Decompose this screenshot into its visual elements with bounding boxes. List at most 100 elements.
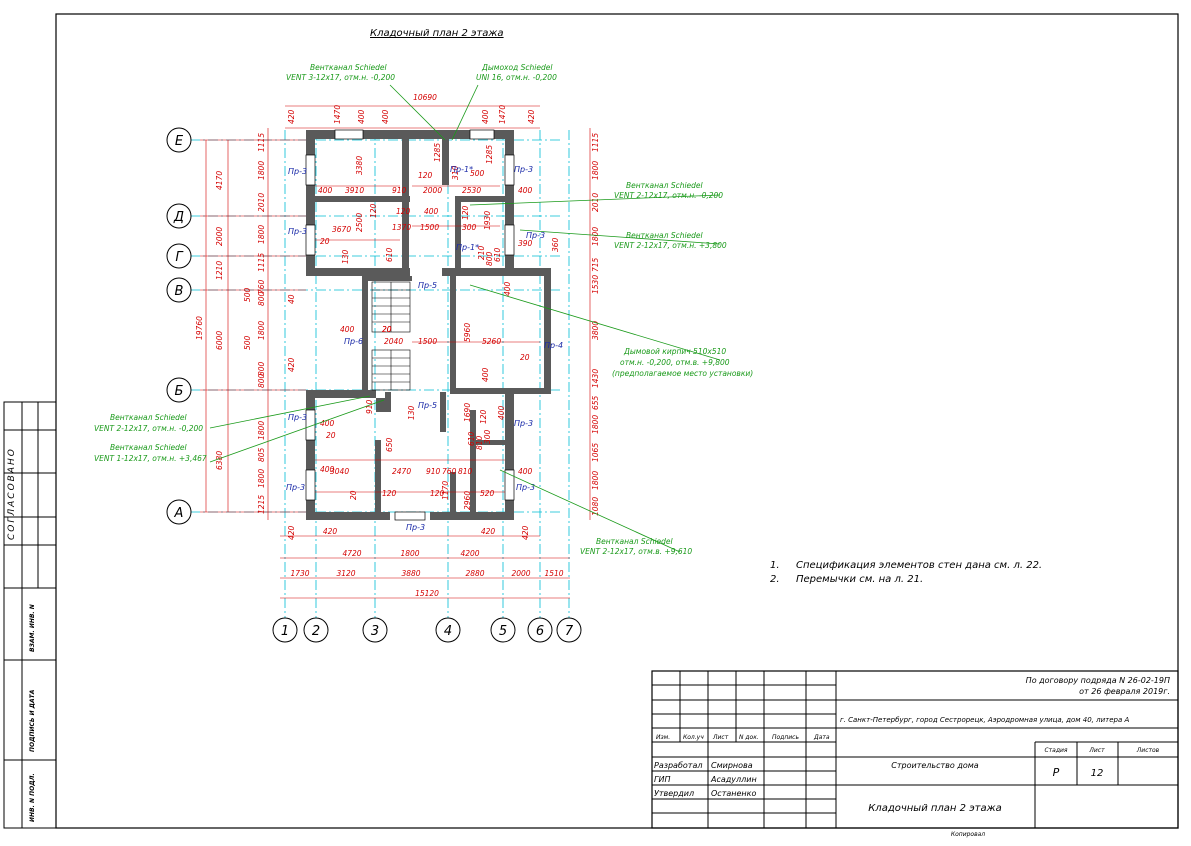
role: ГИП bbox=[654, 775, 670, 784]
plan-dim: 40 bbox=[287, 294, 296, 304]
top-dim: 420 bbox=[287, 109, 296, 124]
plan-dim: 360 bbox=[551, 237, 560, 252]
bottom-dim: 2880 bbox=[465, 569, 484, 578]
right-dim: 1530 bbox=[591, 275, 600, 294]
left-inner-dim: 1800 bbox=[257, 161, 266, 180]
left-total: 19760 bbox=[195, 316, 204, 340]
left-outer-dims: 4170 2000 1210 6000 6380 19760 bbox=[195, 171, 224, 470]
plan-dim: 120 bbox=[479, 409, 488, 424]
plan-dim: 400 bbox=[497, 405, 506, 420]
plan-dim: 120 bbox=[369, 203, 378, 218]
stamp-agreed: СОГЛАСОВАНО bbox=[7, 447, 17, 540]
plan-dims: 3380 120 1285 310 500 1285 400 3910 910 … bbox=[287, 143, 560, 510]
col-sign: Подпись bbox=[772, 734, 799, 741]
right-dim: 655 bbox=[591, 395, 600, 410]
copied: Копировал bbox=[951, 831, 985, 838]
plan-dim: 20 bbox=[349, 490, 358, 500]
top-dim: 1470 bbox=[498, 105, 507, 124]
vent-label-line: VENT 2-12x17, отм.в. +9,610 bbox=[580, 547, 692, 556]
plan-dim: 1285 bbox=[485, 145, 494, 164]
vent-label-line: VENT 2-12x17, отм.н. -0,200 bbox=[614, 191, 723, 200]
left-inner-dim: 1215 bbox=[257, 495, 266, 514]
left-inner-dim: 500 bbox=[243, 335, 252, 350]
stamp-inv: ИНВ. N ПОДЛ. bbox=[29, 773, 36, 822]
room-tag: Пр-5 bbox=[418, 281, 437, 290]
vent-label: Вентканал Schiedel VENT 1-12x17, отм.н. … bbox=[94, 443, 207, 463]
plan-dim: 2470 bbox=[392, 467, 411, 476]
plan-dim: 20 bbox=[320, 237, 330, 246]
right-dim: 3800 bbox=[591, 321, 600, 340]
vent-label-line: Дымовой кирпич 510х510 bbox=[623, 347, 726, 356]
sheet-number: 12 bbox=[1091, 768, 1104, 779]
plan-dim: 420 bbox=[287, 357, 296, 372]
left-inner-dim: 805 bbox=[257, 447, 266, 462]
vent-label-line: Вентканал Schiedel bbox=[110, 413, 188, 422]
room-tags: Пр-3 Пр-1* Пр-3 Пр-3 Пр-1* Пр-3 Пр-5 Пр-… bbox=[286, 165, 563, 532]
plan-dim: 20 bbox=[382, 325, 392, 334]
stamp-replaced: ВЗАМ. ИНВ. N bbox=[29, 604, 36, 652]
role-name: Асадуллин bbox=[710, 775, 757, 784]
plan-dim: 610 bbox=[493, 247, 502, 262]
bottom-dim: 3880 bbox=[401, 569, 420, 578]
plan-dim: 400 bbox=[340, 325, 355, 334]
plan-dim: 120 bbox=[430, 489, 445, 498]
top-dim: 420 bbox=[527, 109, 536, 124]
vent-label: Вентканал Schiedel VENT 3-12x17, отм.н. … bbox=[286, 63, 395, 82]
role-name: Останенко bbox=[711, 789, 756, 798]
room-tag: Пр-1* bbox=[456, 243, 479, 252]
left-dim: 2000 bbox=[215, 227, 224, 246]
plan-dim: 400 bbox=[503, 281, 512, 296]
axis-number: 7 bbox=[565, 624, 574, 639]
plan-dim: 2960 bbox=[463, 491, 472, 510]
title-block-text: По договору подряда N 26-02-19П от 26 фе… bbox=[654, 676, 1170, 838]
col-ndoc: N док. bbox=[739, 734, 759, 741]
vent-label-line: Вентканал Schiedel bbox=[110, 443, 188, 452]
plan-dim: 400 bbox=[318, 186, 333, 195]
plan-dim: 3040 bbox=[330, 467, 349, 476]
axis-number: 4 bbox=[444, 624, 452, 639]
axis-number: 2 bbox=[312, 624, 320, 639]
plan-dim: 120 bbox=[418, 171, 433, 180]
vent-label: Вентканал Schiedel VENT 2-12x17, отм.н. … bbox=[94, 413, 203, 433]
vent-label-line: (предполагаемое место установки) bbox=[612, 369, 753, 378]
sheet-title: Кладочный план 2 этажа bbox=[370, 28, 504, 39]
plan-dim: 2000 bbox=[423, 186, 442, 195]
vent-label: Вентканал Schiedel VENT 2-12x17, отм.н. … bbox=[614, 181, 723, 200]
room-tag: Пр-6 bbox=[344, 337, 363, 346]
plan-dim: 20 bbox=[382, 325, 392, 334]
plan-dim: 1500 bbox=[420, 223, 439, 232]
plan-dim: 120 bbox=[461, 205, 470, 220]
bottom-dim: 420 bbox=[481, 527, 496, 536]
vent-label-line: VENT 3-12x17, отм.н. -0,200 bbox=[286, 73, 395, 82]
plan-dim: 1930 bbox=[483, 211, 492, 230]
plan-dim: 300 bbox=[462, 223, 477, 232]
vent-label-line: Вентканал Schiedel bbox=[596, 537, 674, 546]
axis-letter: В bbox=[175, 284, 184, 299]
plan-dim: 400 bbox=[518, 186, 533, 195]
left-inner-dim: 1800 bbox=[257, 225, 266, 244]
right-dim: 715 bbox=[591, 257, 600, 272]
plan-dim: 910 bbox=[426, 467, 441, 476]
right-dims: 1115 1800 2010 1800 715 1530 3800 1430 6… bbox=[591, 133, 600, 516]
right-dim: 1800 bbox=[591, 471, 600, 490]
room-tag: Пр-1* bbox=[450, 165, 473, 174]
bottom-dim: 4720 bbox=[342, 549, 361, 558]
plan-dim: 760 bbox=[442, 467, 457, 476]
left-inner-dims: 1115 1800 2010 1800 1115 500 800 760 500… bbox=[243, 133, 266, 514]
axis-number-bubbles: 1 2 3 4 5 6 7 bbox=[272, 617, 582, 643]
plan-dim: 1285 bbox=[433, 143, 442, 162]
vent-label-line: Дымоход Schiedel bbox=[481, 63, 553, 72]
plan-dim: 390 bbox=[518, 239, 533, 248]
dimension-lines bbox=[200, 105, 591, 599]
plan-dim: 1170 bbox=[441, 481, 450, 500]
stamp-signature: ПОДПИСЬ И ДАТА bbox=[29, 689, 36, 752]
left-inner-dim: 500 bbox=[243, 287, 252, 302]
plan-dim: 610 bbox=[385, 247, 394, 262]
right-dim: 1800 bbox=[591, 415, 600, 434]
room-tag: Пр-4 bbox=[544, 341, 563, 350]
left-dim: 1210 bbox=[215, 261, 224, 280]
axis-letter-bubbles: Е Д Г В Б А bbox=[166, 127, 192, 525]
top-dim: 1470 bbox=[333, 105, 342, 124]
vent-label: Вентканал Schiedel VENT 2-12x17, отм.н. … bbox=[614, 231, 727, 250]
bottom-total: 15120 bbox=[415, 589, 439, 598]
